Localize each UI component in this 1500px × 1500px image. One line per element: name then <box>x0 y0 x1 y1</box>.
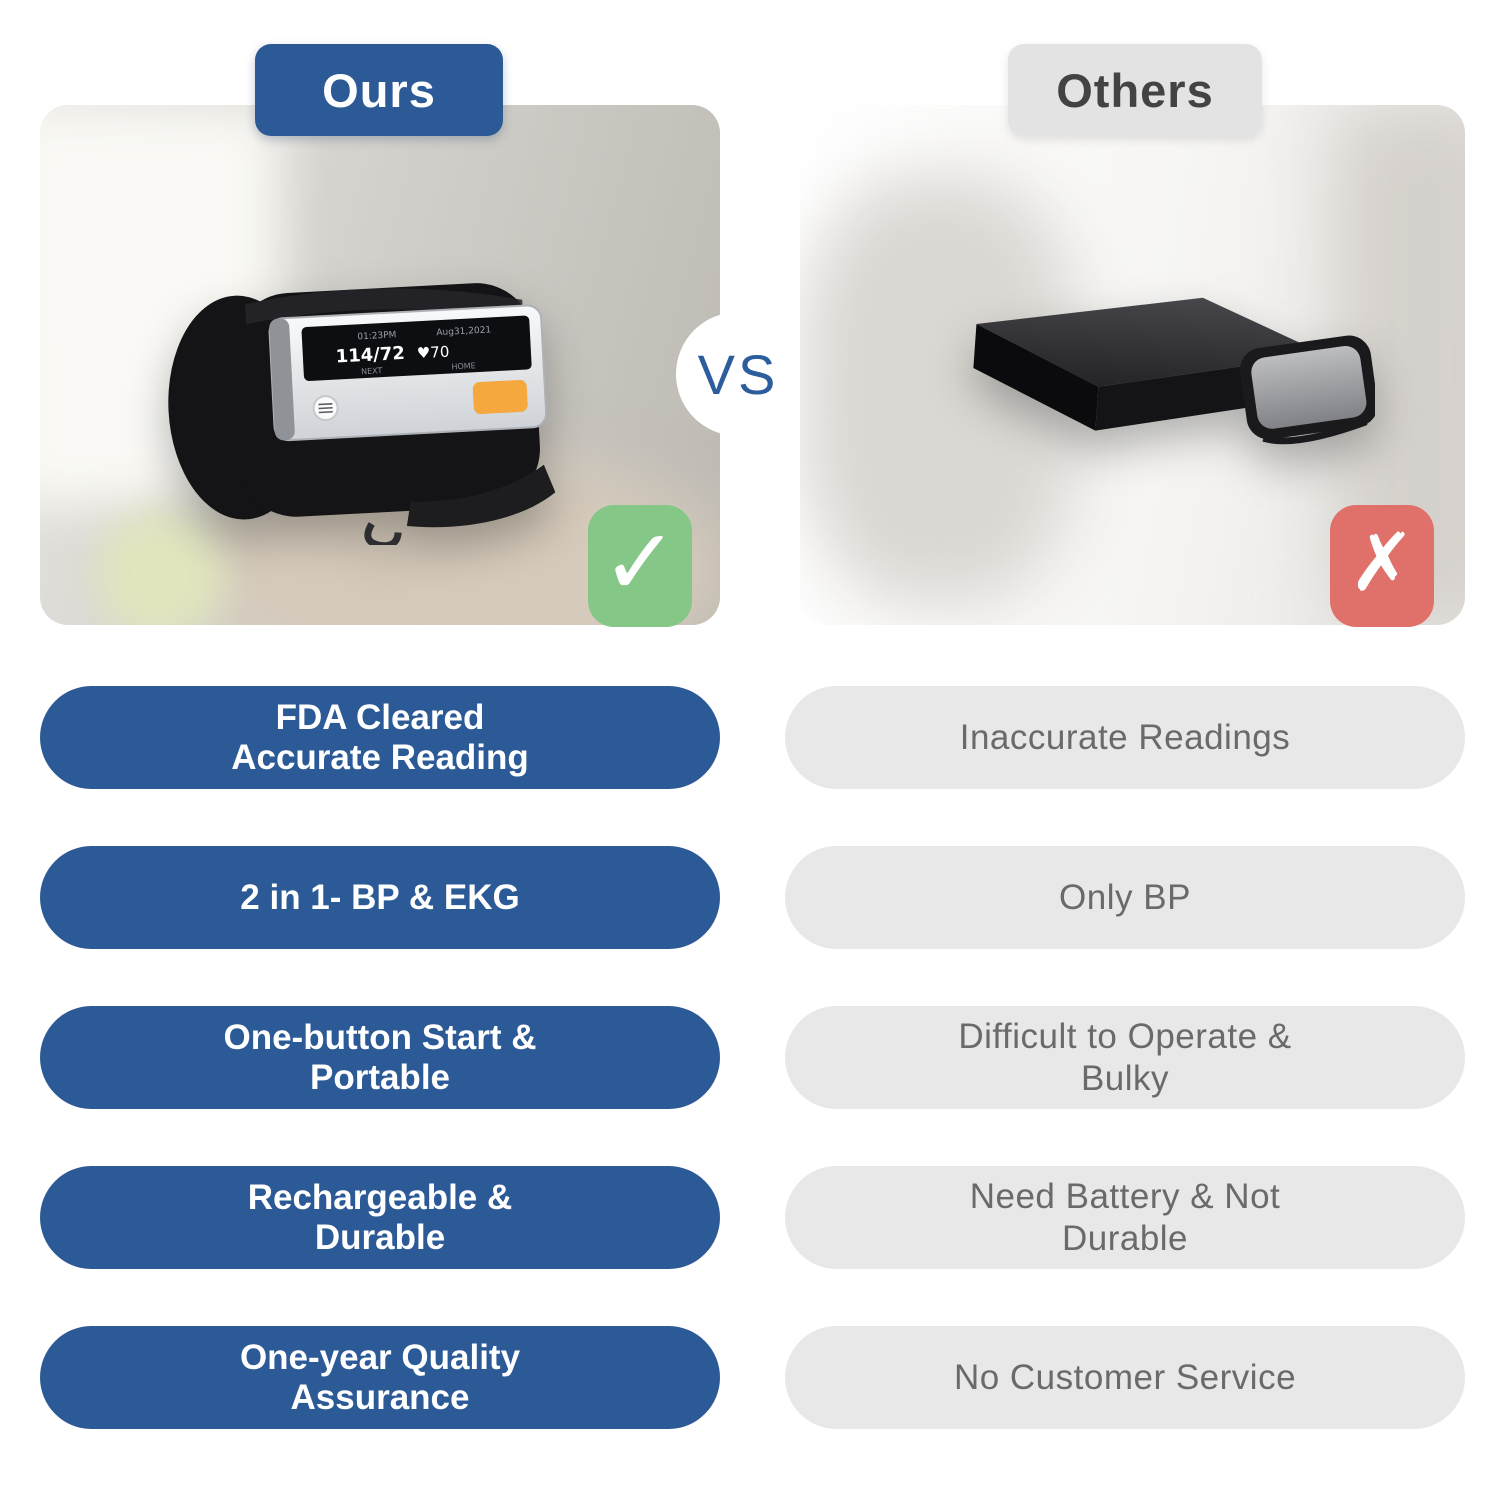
vs-divider: VS <box>676 312 800 436</box>
pulse-reading: ♥70 <box>416 343 449 363</box>
others-feature-pill-1: Inaccurate Readings <box>785 686 1465 789</box>
x-icon: ✗ <box>1348 517 1416 607</box>
ours-feature-pill-2: 2 in 1- BP & EKG <box>40 846 720 949</box>
check-icon: ✓ <box>601 511 679 614</box>
ours-feature-pill-4: Rechargeable & Durable <box>40 1166 720 1269</box>
ours-header-badge: Ours <box>255 44 503 136</box>
screen-next-label: NEXT <box>361 366 383 376</box>
x-badge: ✗ <box>1330 505 1434 627</box>
ours-header-label: Ours <box>322 63 436 117</box>
ours-product-photo: 01:23PM Aug31,2021 114/72 ♥70 NEXT HOME <box>40 105 720 625</box>
others-feature-pill-3: Difficult to Operate & Bulky <box>785 1006 1465 1109</box>
ours-feature-pill-1: FDA Cleared Accurate Reading <box>40 686 720 789</box>
screen-home-label: HOME <box>451 361 476 371</box>
others-header-badge: Others <box>1008 44 1262 136</box>
check-badge: ✓ <box>588 505 692 627</box>
others-product-photo <box>800 105 1465 625</box>
other-bp-monitor-illustration <box>973 297 1375 445</box>
device-screen <box>301 315 532 381</box>
blurred-plant-background <box>95 510 225 625</box>
start-button <box>472 379 528 415</box>
device-end-cap <box>1239 335 1375 445</box>
screen-date: Aug31,2021 <box>436 325 491 338</box>
ours-feature-pill-3: One-button Start & Portable <box>40 1006 720 1109</box>
bp-ekg-monitor-illustration: 01:23PM Aug31,2021 114/72 ♥70 NEXT HOME <box>168 283 556 545</box>
menu-icon <box>318 402 333 414</box>
others-feature-pill-4: Need Battery & Not Durable <box>785 1166 1465 1269</box>
screen-time: 01:23PM <box>357 330 397 342</box>
bp-reading: 114/72 <box>335 343 405 368</box>
ours-feature-pill-5: One-year Quality Assurance <box>40 1326 720 1429</box>
others-feature-pill-2: Only BP <box>785 846 1465 949</box>
others-feature-pill-5: No Customer Service <box>785 1326 1465 1429</box>
vs-label: VS <box>697 342 779 406</box>
others-header-label: Others <box>1056 63 1214 117</box>
monitor-module: 01:23PM Aug31,2021 114/72 ♥70 NEXT HOME <box>268 304 548 442</box>
